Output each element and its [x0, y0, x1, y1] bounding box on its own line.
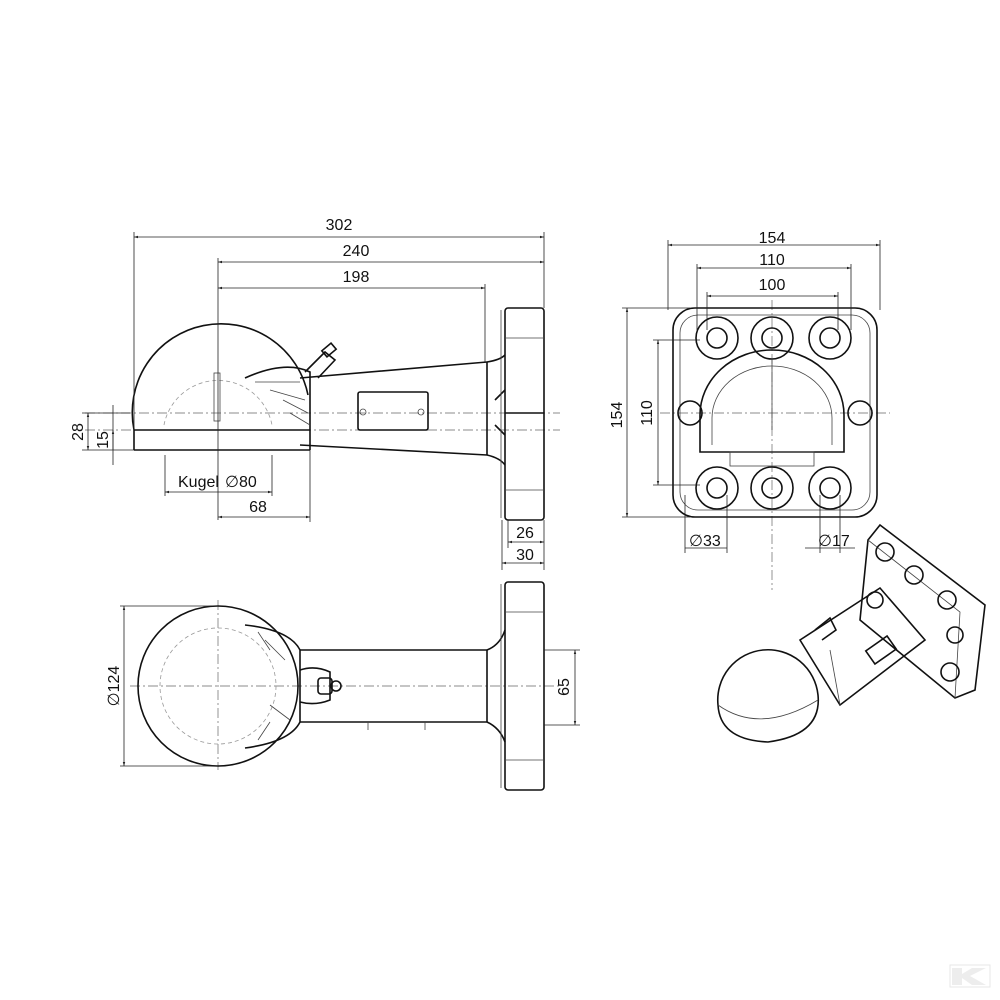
- dim-28: 28: [70, 423, 87, 441]
- dim-width-110: 110: [759, 252, 785, 269]
- dim-68: 68: [249, 499, 267, 516]
- dim-height-110: 110: [639, 400, 656, 426]
- flange-bottom: [504, 581, 545, 791]
- ball-label: Kugel: [178, 474, 219, 491]
- dim-65: 65: [556, 678, 573, 696]
- side-view: 302 240 198 28 15 Kugel ∅80 68 26 30: [70, 217, 560, 570]
- isometric-view: [716, 523, 986, 743]
- dim-ball-80: ∅80: [225, 474, 257, 491]
- dim-26: 26: [516, 525, 534, 542]
- flange-side: [504, 307, 545, 521]
- dim-15: 15: [95, 431, 112, 449]
- type-plate: [357, 391, 429, 431]
- dim-diameter-124: ∅124: [106, 666, 123, 707]
- dim-height-154: 154: [609, 402, 626, 429]
- dim-240: 240: [343, 243, 370, 260]
- dim-width-154: 154: [759, 230, 786, 247]
- flange-front: [672, 307, 878, 518]
- grease-nipple: [304, 341, 338, 379]
- dim-width-100: 100: [759, 277, 786, 294]
- dim-302: 302: [326, 217, 353, 234]
- dim-hole-33: ∅33: [689, 533, 721, 550]
- dim-30: 30: [516, 547, 534, 564]
- bottom-view: ∅124 65: [106, 581, 580, 791]
- grease-nipple-bottom: [299, 667, 342, 705]
- brand-logo-watermark: [949, 964, 991, 988]
- flange-iso: [859, 523, 986, 699]
- bolt-holes: [677, 316, 873, 510]
- dim-hole-17: ∅17: [818, 533, 850, 550]
- front-view: 154 110 100 154 110 ∅33 ∅17: [609, 230, 890, 590]
- dim-198: 198: [343, 269, 370, 286]
